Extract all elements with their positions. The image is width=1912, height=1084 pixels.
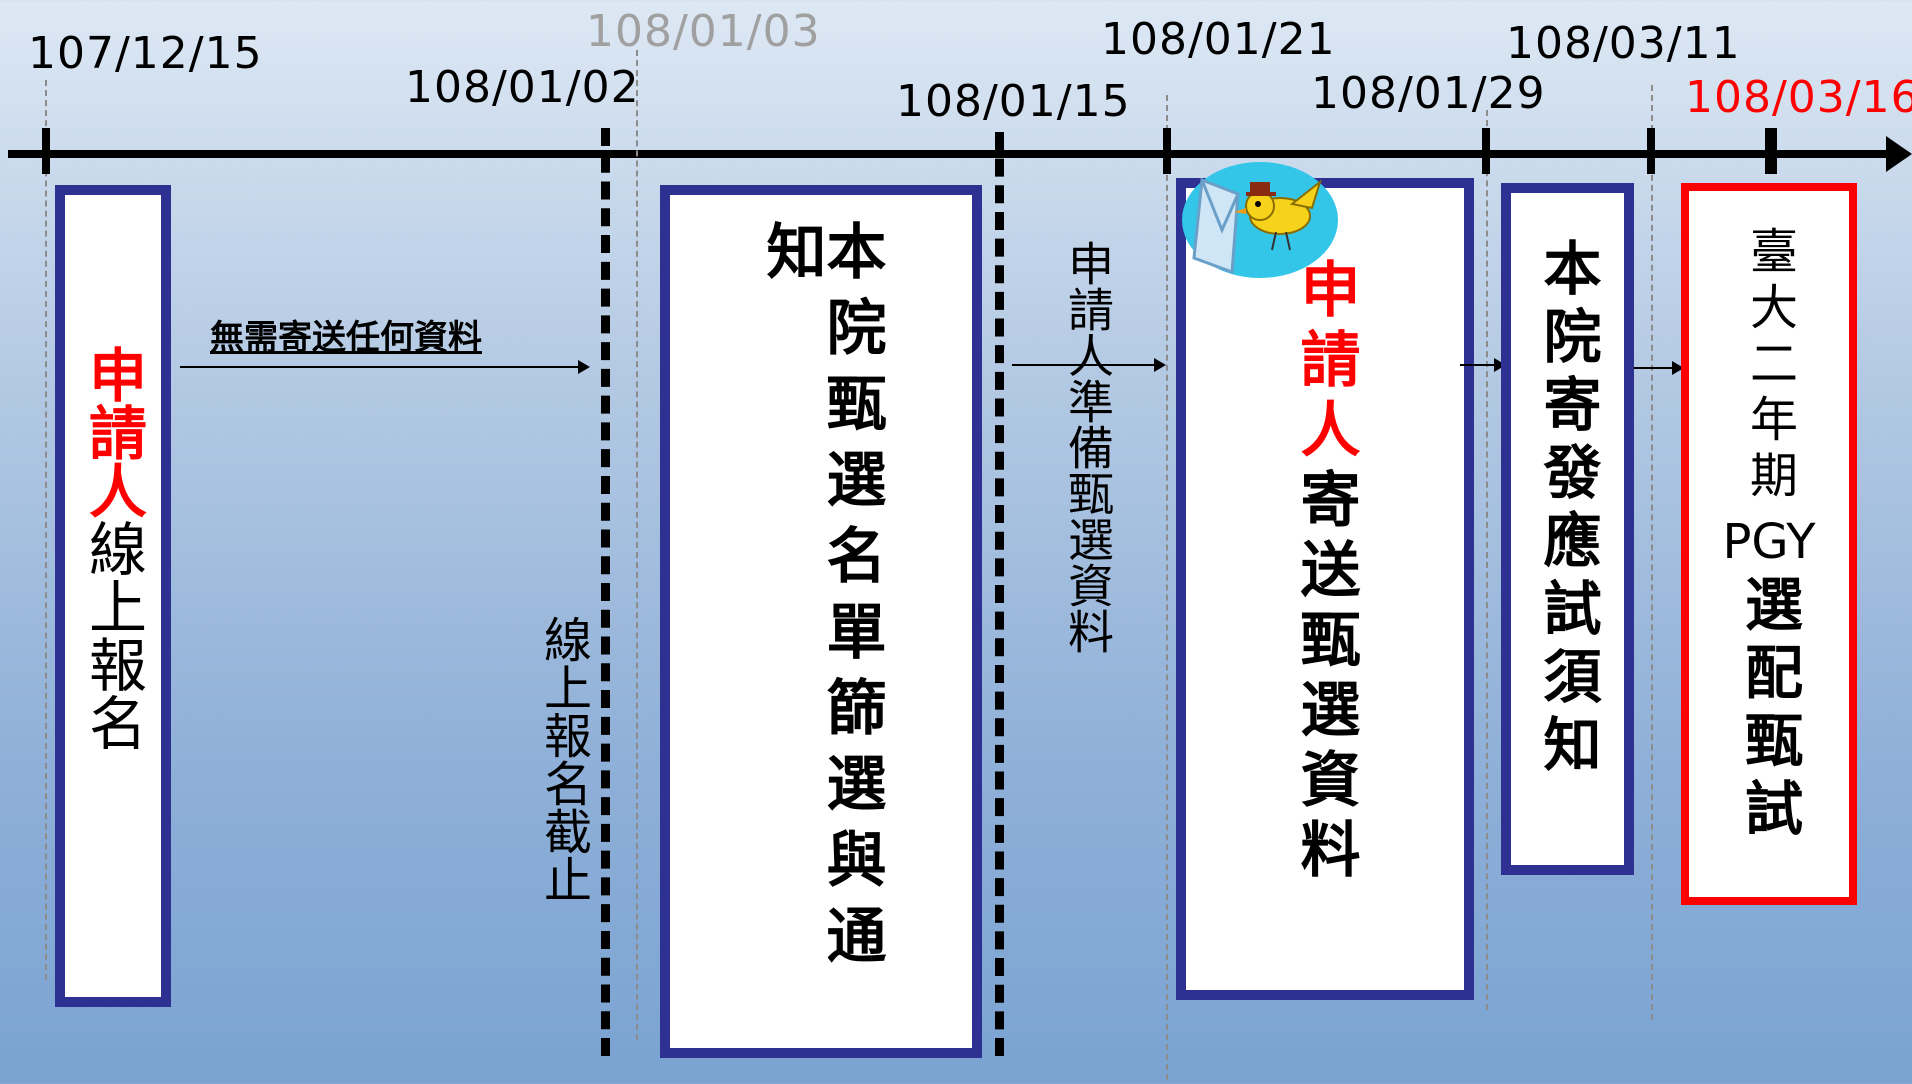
step-screening-box: 本院甄選名單篩選與通知 xyxy=(660,185,982,1058)
timeline-axis xyxy=(8,150,1888,158)
step-send-docs-box: 申請人寄送甄選資料 xyxy=(1176,178,1474,1000)
guide-line-d1 xyxy=(45,80,47,980)
pgy-title-line1: 臺大二年期 xyxy=(1741,226,1797,506)
pgy-title-line3: 選配甄試 xyxy=(1735,574,1803,846)
deadline-note: 線上報名截止 xyxy=(535,615,591,903)
date-label-d6: 108/01/29 xyxy=(1311,68,1546,119)
arrow-to-exam-notice xyxy=(1460,358,1506,372)
no-documents-note: 無需寄送任何資料 xyxy=(210,318,482,358)
guide-line-d7 xyxy=(1651,85,1653,1020)
apply-online-label: 線上報名 xyxy=(79,519,147,751)
step-apply-online-box: 申請人線上報名 xyxy=(55,185,171,1007)
tick-d7 xyxy=(1647,128,1655,174)
date-label-d3: 108/01/03 xyxy=(586,6,821,57)
screening-label: 本院甄選名單篩選與通知 xyxy=(756,220,886,980)
pgy-title-line2: PGY xyxy=(1722,514,1816,570)
step-exam-notice-box: 本院寄發應試須知 xyxy=(1501,183,1634,875)
deadline-line-d4 xyxy=(995,132,1004,1056)
timeline-arrowhead-icon xyxy=(1886,136,1912,172)
date-label-d1: 107/12/15 xyxy=(28,28,263,79)
step-pgy-exam-box: 臺大二年期 PGY 選配甄試 xyxy=(1681,183,1857,905)
tick-d5 xyxy=(1163,128,1171,174)
arrow-to-deadline xyxy=(180,360,590,374)
date-label-d8: 108/03/16 xyxy=(1685,72,1912,123)
applicant-label: 申請人 xyxy=(79,345,147,519)
deadline-line-d2 xyxy=(601,128,610,1056)
guide-line-d6 xyxy=(1486,110,1488,1010)
date-label-d2: 108/01/02 xyxy=(405,62,640,113)
arrow-to-send-docs xyxy=(1012,358,1166,372)
mail-bird-clipart-icon xyxy=(1180,160,1342,282)
date-label-d7: 108/03/11 xyxy=(1506,18,1741,69)
date-label-d5: 108/01/21 xyxy=(1101,14,1336,65)
guide-line-d5 xyxy=(1166,95,1168,1080)
arrow-to-pgy-exam xyxy=(1634,361,1684,375)
prepare-docs-note: 申請人準備甄選資料 xyxy=(1061,240,1115,654)
send-docs-label: 寄送甄選資料 xyxy=(1290,468,1360,888)
date-label-d4: 108/01/15 xyxy=(896,76,1131,127)
tick-d1 xyxy=(42,128,50,174)
tick-d8 xyxy=(1765,128,1777,174)
applicant-label-2: 申請人 xyxy=(1290,258,1360,468)
guide-line-d3 xyxy=(636,50,638,1040)
tick-d6 xyxy=(1482,128,1490,174)
exam-notice-label: 本院寄發應試須知 xyxy=(1533,238,1602,782)
